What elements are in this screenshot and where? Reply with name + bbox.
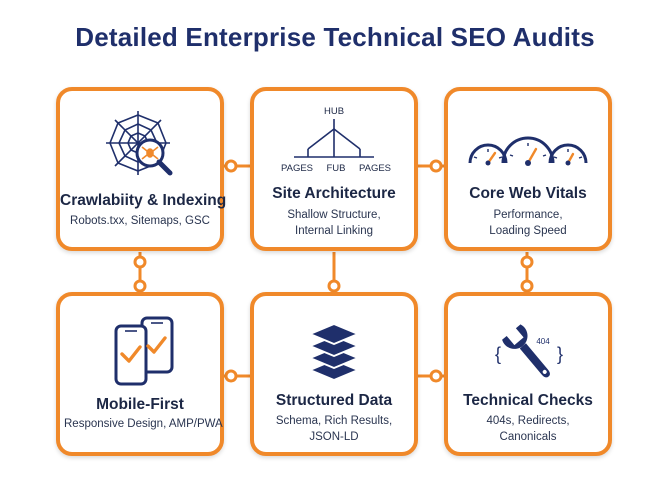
connector-dot [133, 255, 147, 269]
card-heading: Mobile-First [96, 396, 184, 413]
card-subtitle: Schema, Rich Results, JSON-LD [258, 413, 410, 445]
tree-root-label: HUB [324, 106, 344, 117]
tree-leaf-label: PAGES [359, 163, 391, 174]
tree-leaf-label: FUB [327, 163, 346, 174]
card-subtitle: Shallow Structure, Internal Linking [258, 207, 410, 239]
card-heading: Site Architecture [272, 185, 396, 202]
mobile-phones-check-icon [60, 310, 220, 390]
speed-gauges-icon [448, 105, 608, 185]
card-heading: Technical Checks [463, 392, 593, 409]
brace-left: { [495, 344, 501, 364]
brace-right: } [557, 344, 563, 364]
connector-dot [327, 279, 341, 293]
card-subtitle-line: Responsive Design, AMP/PWA [64, 418, 223, 430]
card-subtitle-line: Schema, Rich Results, [275, 415, 393, 427]
connector-dot [133, 279, 147, 293]
card-mobile-first: Mobile-First Responsive Design, AMP/PWA [56, 292, 224, 456]
card-heading: Structured Data [275, 392, 393, 409]
connector-dot [520, 255, 534, 269]
card-subtitle: Performance, Loading Speed [452, 207, 604, 239]
card-structured-data: Structured Data Schema, Rich Results, JS… [250, 292, 418, 456]
card-subtitle-line: JSON-LD [309, 431, 359, 443]
card-subtitle-line: Shallow Structure, [287, 209, 381, 221]
card-technical-checks: { } 404 Technical Checks 404s, Redirects… [444, 292, 612, 456]
hierarchy-tree-icon: HUB PAGES FUB PAGES [254, 105, 414, 185]
card-subtitle: Responsive Design, AMP/PWA [64, 416, 223, 432]
card-heading: Crawlabiity & Indexing [60, 192, 227, 209]
card-crawlability: Crawlabiity & Indexing Robots.txx, Sitem… [56, 87, 227, 251]
card-heading: Core Web Vitals [469, 185, 587, 202]
spider-web-magnifier-icon [60, 105, 220, 185]
card-subtitle-line: Canonicals [499, 431, 557, 443]
card-core-web-vitals: Core Web Vitals Performance, Loading Spe… [444, 87, 612, 251]
connector-dot [224, 369, 238, 383]
card-subtitle: Robots.txx, Sitemaps, GSC [64, 213, 216, 229]
card-subtitle-line: Loading Speed [489, 225, 567, 237]
connector-dot [429, 369, 443, 383]
connector-dot [224, 159, 238, 173]
tree-leaf-label: PAGES [281, 163, 313, 174]
page-title: Detailed Enterprise Technical SEO Audits [75, 22, 595, 52]
connector-dot [429, 159, 443, 173]
card-subtitle-line: Robots.txx, Sitemaps, GSC [70, 215, 210, 227]
card-subtitle: 404s, Redirects, Canonicals [452, 413, 604, 445]
card-subtitle-line: Internal Linking [295, 225, 373, 237]
card-subtitle-line: Performance, [493, 209, 563, 221]
wrench-code-icon: { } 404 [448, 310, 608, 390]
stacked-layers-icon [254, 310, 414, 390]
connector-dot [520, 279, 534, 293]
card-site-architecture: HUB PAGES FUB PAGES Site Architecture Sh… [250, 87, 418, 251]
card-subtitle-line: 404s, Redirects, [486, 415, 570, 427]
wrench-badge-label: 404 [536, 337, 550, 346]
